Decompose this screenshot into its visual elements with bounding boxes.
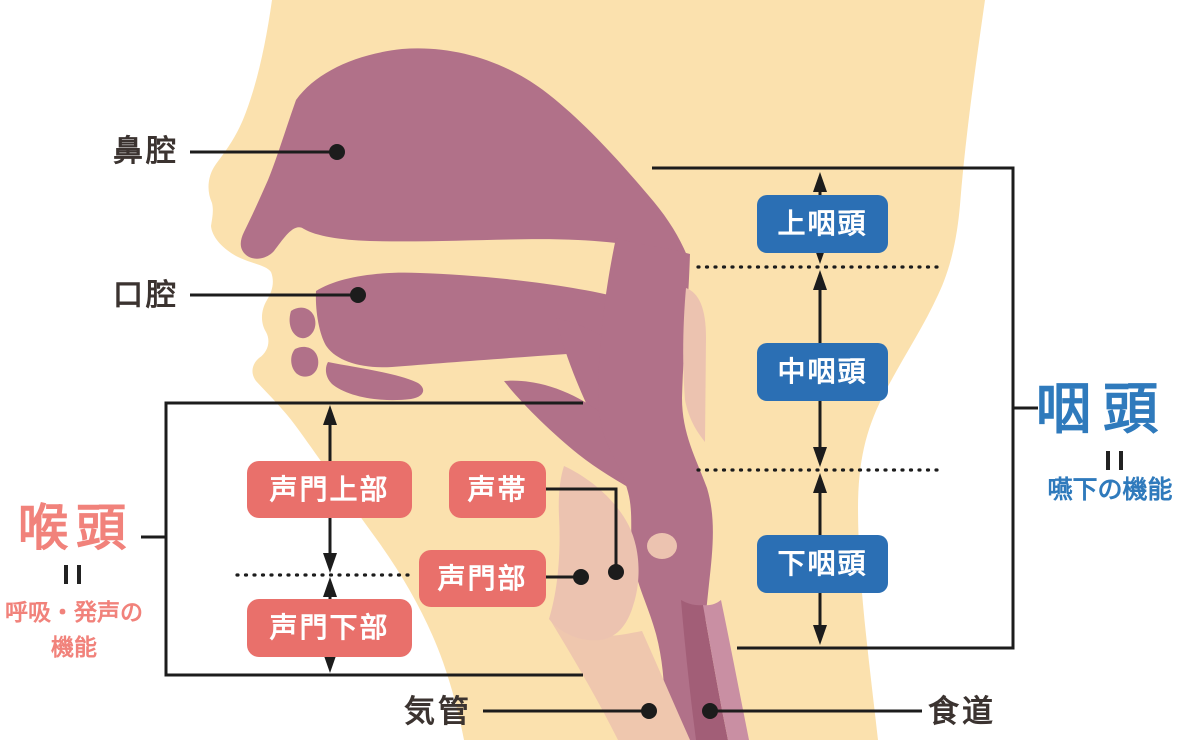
arrowhead [813,447,827,467]
larynx-function-line1: 呼吸・発声の [5,599,143,625]
larynx-title: 喉頭 [18,500,134,556]
esophagus-label: 食道 [928,694,996,729]
nasal-cavity-shape [240,48,688,259]
pill-supraglottis: 声門上部 [247,461,412,518]
arrowhead [813,625,827,645]
equals-icon [1106,451,1123,470]
upper-lip-shape [289,307,316,339]
pill-vocal-cords: 声帯 [449,461,546,518]
arrowhead [813,172,827,192]
esophagus-leader-dot [702,703,718,719]
trachea-leader-dot [641,703,657,719]
pill-subglottis: 声門下部 [247,599,412,657]
pharynx-function-label: 嚥下の機能 [1047,476,1173,504]
nasal-leader-dot [329,144,345,160]
vocal-cords-dot [608,564,624,580]
pharynx-title: 咽頭 [1036,378,1171,440]
pill-oropharynx: 中咽頭 [757,343,888,401]
arrowhead [323,653,337,673]
arrowhead [323,577,337,597]
mouth-floor-shape [325,362,424,401]
larynx-function-line2: 機能 [51,633,97,660]
arytenoid-cartilage-shape [647,533,677,559]
oral-cavity-label: 口腔 [113,279,179,312]
esophagus-tube-shape [681,600,728,740]
esophagus-tube-highlight [703,600,749,740]
pill-nasopharynx: 上咽頭 [757,195,888,253]
glottis-dot [573,569,589,585]
trachea-label: 気管 [404,694,472,729]
pill-glottis: 声門部 [419,550,546,607]
arrowhead [323,553,337,573]
pill-hypopharynx: 下咽頭 [757,535,888,593]
oral-leader-dot [350,287,366,303]
lower-lip-shape [291,346,319,377]
arrowhead [813,473,827,493]
arrowhead [813,270,827,290]
vocal-cords-connector [546,487,618,570]
pharynx-wall-cartilage [683,288,706,442]
arrowhead [323,405,337,425]
larynx-bracket [164,401,583,677]
equals-icon [64,565,81,584]
epiglottis-shape [504,380,637,492]
larynx-function-label: 呼吸・発声の 機能 [0,595,148,664]
nasal-cavity-label: 鼻腔 [113,135,179,168]
